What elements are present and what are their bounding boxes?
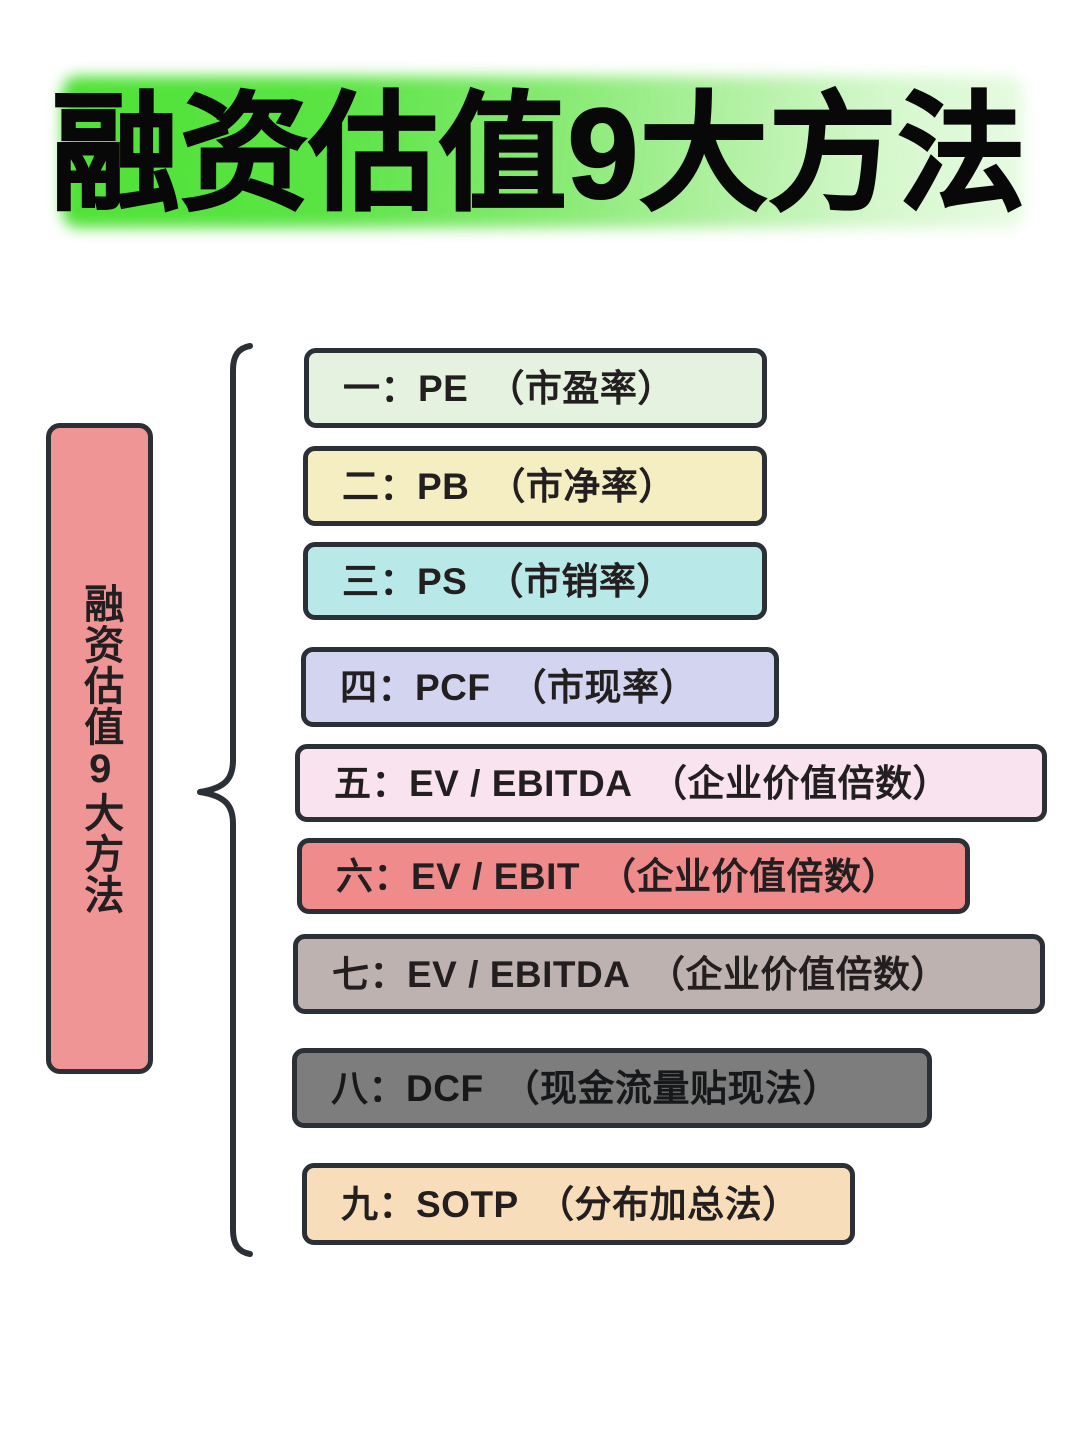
- method-row: 一：PE （市盈率）: [304, 348, 767, 428]
- method-row-label: 七：EV / EBITDA （企业价值倍数）: [332, 953, 949, 995]
- root-node-label: 融资估值9大方法: [78, 582, 123, 915]
- root-node: 融资估值9大方法: [46, 423, 153, 1074]
- page-title: 融资估值9大方法: [50, 82, 1027, 226]
- method-row-label: 六：EV / EBIT （企业价值倍数）: [336, 855, 899, 897]
- method-row-label: 八：DCF （现金流量贴现法）: [331, 1067, 841, 1109]
- method-row-label: 四：PCF （市现率）: [340, 666, 697, 708]
- method-row: 六：EV / EBIT （企业价值倍数）: [297, 838, 970, 914]
- method-row: 八：DCF （现金流量贴现法）: [292, 1048, 932, 1128]
- method-row-label: 三：PS （市销率）: [342, 560, 674, 602]
- method-row: 五：EV / EBITDA （企业价值倍数）: [295, 744, 1047, 822]
- page-title-banner: 融资估值9大方法: [0, 62, 1078, 247]
- method-row: 二：PB （市净率）: [303, 446, 767, 526]
- method-row: 四：PCF （市现率）: [301, 647, 779, 727]
- curly-brace-connector: [196, 340, 256, 1260]
- curly-brace-icon: [197, 343, 253, 1257]
- method-row-label: 一：PE （市盈率）: [343, 367, 675, 409]
- method-row: 七：EV / EBITDA （企业价值倍数）: [293, 934, 1045, 1014]
- method-row: 九：SOTP （分布加总法）: [302, 1163, 855, 1245]
- title-highlight-marker: [62, 76, 1024, 228]
- method-row: 三：PS （市销率）: [303, 542, 767, 620]
- method-row-label: 二：PB （市净率）: [342, 465, 676, 507]
- method-row-label: 九：SOTP （分布加总法）: [341, 1183, 800, 1225]
- method-row-label: 五：EV / EBITDA （企业价值倍数）: [334, 762, 951, 804]
